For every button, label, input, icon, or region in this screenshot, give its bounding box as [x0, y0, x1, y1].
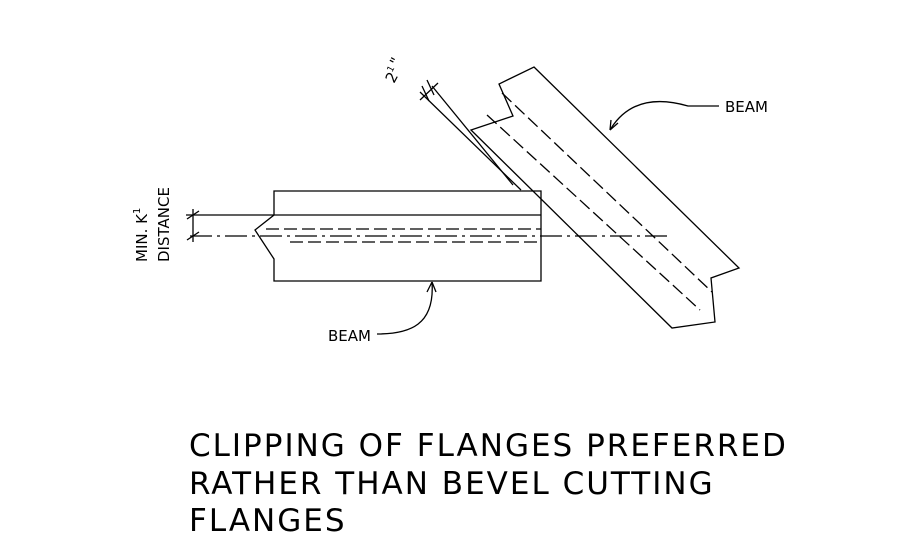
extension-line-inner	[419, 91, 522, 191]
half-inch-label: 2 1 "	[382, 54, 406, 85]
horizontal-beam	[190, 190, 670, 282]
k-tick-bottom	[186, 231, 200, 241]
min-k-dimension	[186, 209, 274, 242]
horizontal-beam-outline	[254, 190, 542, 282]
inclined-beam	[469, 66, 741, 329]
inclined-beam-hidden-1	[501, 92, 713, 293]
leader-arrow-right	[609, 119, 619, 131]
min-k-label-line1: MIN. K1	[132, 208, 151, 262]
half-inch-numerator: 1	[386, 64, 398, 74]
dimension-line	[419, 82, 439, 101]
k-tick-top	[186, 210, 200, 220]
min-k-label-line2: DISTANCE	[155, 187, 173, 262]
caption-line-2: RATHER THAN BEVEL CUTTING	[189, 466, 715, 502]
caption-line-1: CLIPPING OF FLANGES PREFERRED	[189, 428, 788, 464]
leader-right-beam	[609, 100, 719, 131]
min-k-text: MIN. K	[133, 213, 151, 262]
leader-arrow-bottom	[426, 281, 437, 293]
dimension-tick-2	[421, 85, 430, 102]
half-inch-dimension	[419, 79, 522, 191]
leader-bottom-beam	[376, 281, 437, 335]
inclined-beam-hidden-2	[486, 114, 701, 311]
beam-label-bottom: BEAM	[328, 327, 371, 345]
min-k-label: MIN. K1 DISTANCE	[132, 187, 173, 262]
leader-line-right	[609, 100, 719, 131]
dimension-tick-1	[426, 79, 435, 96]
min-k-superscript: 1	[132, 208, 143, 214]
caption-line-3: FLANGES	[189, 503, 347, 539]
leader-line-bottom	[376, 281, 433, 335]
beam-label-right: BEAM	[725, 98, 768, 116]
